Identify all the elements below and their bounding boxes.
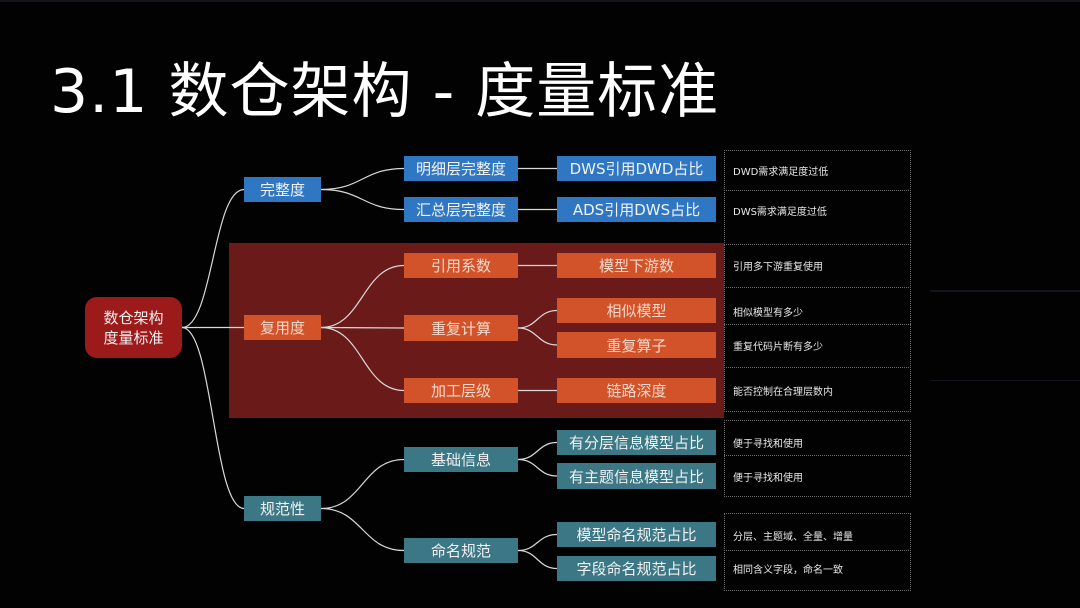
note-layer-count: 能否控制在合理层数内 (733, 386, 833, 398)
connector-line (181, 188, 245, 329)
metric-model-naming-ratio[interactable]: 模型命名规范占比 (557, 522, 716, 547)
connector-line (517, 441, 558, 461)
metric-similar-models[interactable]: 相似模型 (557, 298, 716, 323)
slide-title: 3.1 数仓架构 - 度量标准 (50, 57, 720, 127)
connector-line (320, 264, 405, 329)
node-duplicate-computation[interactable]: 重复计算 (404, 315, 518, 341)
connector-line (320, 188, 405, 211)
note-divider (724, 455, 911, 456)
note-divider (724, 550, 911, 551)
metric-duplicate-operators[interactable]: 重复算子 (557, 332, 716, 358)
node-standardization[interactable]: 规范性 (244, 496, 321, 521)
metric-subject-info-ratio[interactable]: 有主题信息模型占比 (557, 463, 716, 489)
root-node[interactable]: 数仓架构 度量标准 (85, 297, 182, 358)
connector-line (517, 549, 558, 570)
connector-line (320, 167, 405, 191)
connector-line (517, 533, 558, 552)
node-naming-standard[interactable]: 命名规范 (404, 538, 518, 563)
connector-line (517, 458, 558, 477)
note-divider (724, 287, 911, 288)
note-divider (724, 324, 911, 325)
note-easy-find-2: 便于寻找和使用 (733, 472, 803, 484)
metric-field-naming-ratio[interactable]: 字段命名规范占比 (557, 556, 716, 581)
connector-line (181, 326, 245, 510)
connector-line (320, 326, 405, 392)
note-dwd-satisfaction: DWD需求满足度过低 (733, 166, 829, 178)
connector-line (517, 309, 558, 329)
note-dws-satisfaction: DWS需求满足度过低 (733, 206, 827, 218)
connector-line (517, 327, 558, 346)
note-field-naming: 相同含义字段，命名一致 (733, 564, 843, 576)
node-reference-coefficient[interactable]: 引用系数 (404, 253, 518, 278)
metric-ads-ref-dws[interactable]: ADS引用DWS占比 (557, 197, 716, 222)
background-line (0, 0, 1080, 2)
note-reference-reuse: 引用多下游重复使用 (733, 261, 823, 273)
metric-lineage-depth[interactable]: 链路深度 (557, 378, 716, 403)
background-line (930, 290, 1080, 292)
node-processing-level[interactable]: 加工层级 (404, 378, 518, 403)
note-group-reuse (724, 244, 911, 412)
root-line-2: 度量标准 (103, 328, 164, 347)
node-detail-layer-completeness[interactable]: 明细层完整度 (404, 156, 518, 181)
root-line-1: 数仓架构 (103, 308, 164, 327)
background-line (930, 380, 1080, 381)
node-basic-info[interactable]: 基础信息 (404, 447, 518, 472)
note-duplicate-code: 重复代码片断有多少 (733, 341, 823, 353)
connector-line (320, 458, 405, 510)
node-reuse[interactable]: 复用度 (244, 315, 321, 340)
metric-dws-ref-dwd[interactable]: DWS引用DWD占比 (557, 156, 716, 181)
note-divider (724, 190, 911, 191)
metric-layer-info-ratio[interactable]: 有分层信息模型占比 (557, 430, 716, 455)
note-model-naming: 分层、主题域、全量、增量 (733, 531, 853, 543)
note-divider (724, 367, 911, 368)
note-group-basic-info (724, 420, 911, 497)
note-similar-models: 相似模型有多少 (733, 307, 803, 319)
node-summary-layer-completeness[interactable]: 汇总层完整度 (404, 197, 518, 222)
node-completeness[interactable]: 完整度 (244, 177, 321, 202)
connector-line (320, 507, 405, 552)
note-group-naming (724, 513, 911, 591)
note-easy-find-1: 便于寻找和使用 (733, 438, 803, 450)
metric-downstream-count[interactable]: 模型下游数 (557, 253, 716, 278)
connector-line (320, 326, 405, 329)
